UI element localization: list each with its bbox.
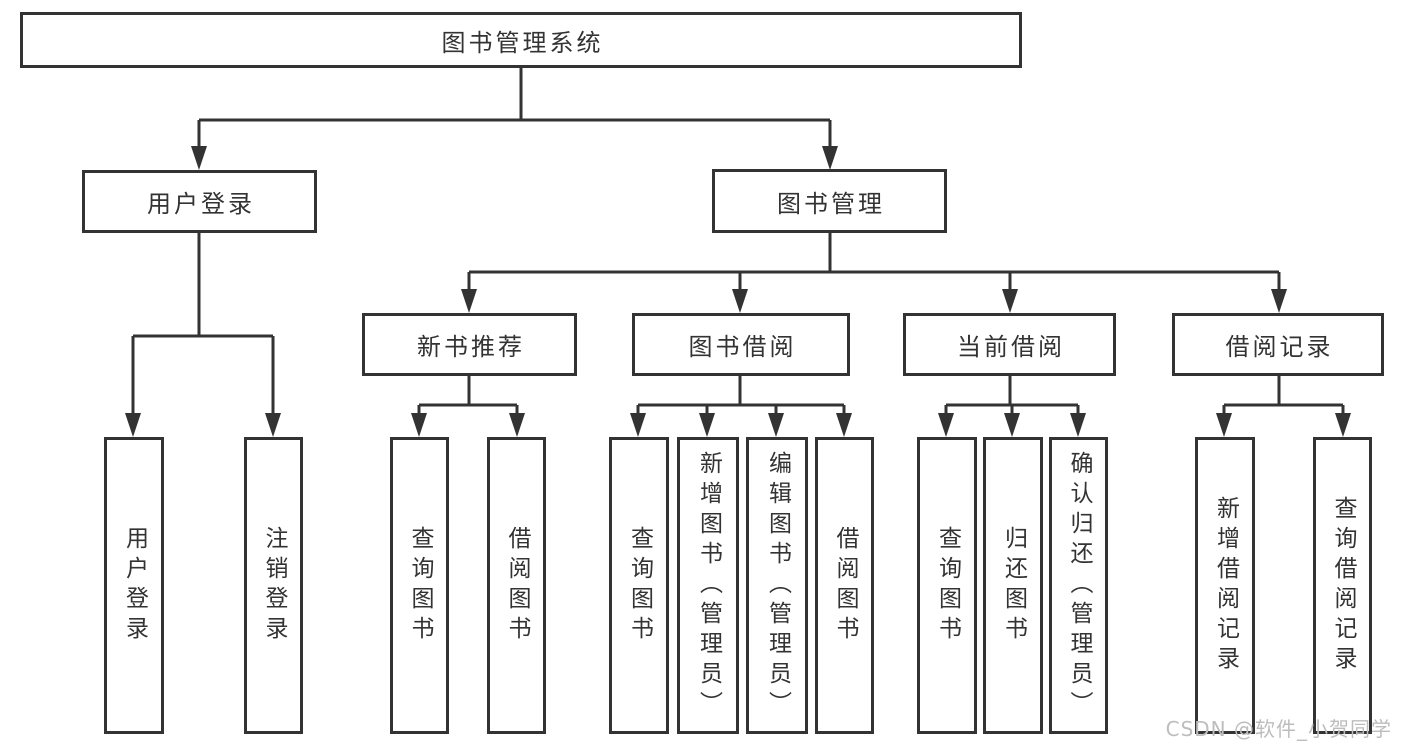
leaf-add-borrow-record: 新增借阅记录 bbox=[1195, 437, 1255, 734]
leaf-add-book-admin: 新增图书（管理员） bbox=[677, 437, 739, 734]
leaf-user-login-label: 用户登录 bbox=[121, 525, 148, 646]
leaf-query-books-borrow: 查询图书 bbox=[609, 437, 669, 734]
leaf-return-books: 归还图书 bbox=[983, 437, 1043, 734]
node-book-management: 图书管理 bbox=[712, 169, 947, 233]
leaf-query-books-recommend: 查询图书 bbox=[390, 437, 449, 734]
leaf-logout-label: 注销登录 bbox=[261, 525, 287, 646]
leaf-confirm-return-admin-label: 确认归还（管理员） bbox=[1066, 450, 1092, 721]
node-root: 图书管理系统 bbox=[20, 12, 1022, 68]
csdn-watermark: CSDN @软件_小贺同学 bbox=[1165, 717, 1392, 741]
leaf-confirm-return-admin: 确认归还（管理员） bbox=[1049, 437, 1108, 734]
leaf-query-books-borrow-label: 查询图书 bbox=[626, 525, 653, 646]
node-borrow-records: 借阅记录 bbox=[1172, 313, 1384, 376]
node-user-login: 用户登录 bbox=[82, 170, 317, 233]
node-book-borrow-label: 图书借阅 bbox=[688, 333, 797, 361]
leaf-query-borrow-record-label: 查询借阅记录 bbox=[1330, 495, 1356, 676]
node-book-borrow: 图书借阅 bbox=[632, 313, 850, 376]
node-current-borrow: 当前借阅 bbox=[903, 313, 1116, 376]
leaf-add-borrow-record-label: 新增借阅记录 bbox=[1212, 495, 1239, 676]
node-book-management-label: 图书管理 bbox=[777, 189, 885, 218]
leaf-borrow-books-label: 借阅图书 bbox=[832, 525, 858, 646]
leaf-logout: 注销登录 bbox=[244, 437, 303, 734]
leaf-user-login: 用户登录 bbox=[104, 437, 164, 734]
node-borrow-records-label: 借阅记录 bbox=[1225, 333, 1334, 361]
leaf-borrow-books-recommend: 借阅图书 bbox=[487, 437, 546, 734]
leaf-edit-book-admin: 编辑图书（管理员） bbox=[746, 437, 808, 734]
leaf-edit-book-admin-label: 编辑图书（管理员） bbox=[764, 450, 791, 721]
leaf-borrow-books-recommend-label: 借阅图书 bbox=[504, 525, 530, 646]
node-root-label: 图书管理系统 bbox=[441, 28, 604, 57]
node-new-book-recommend-label: 新书推荐 bbox=[417, 333, 525, 361]
leaf-borrow-books: 借阅图书 bbox=[815, 437, 874, 734]
leaf-query-books-recommend-label: 查询图书 bbox=[407, 525, 433, 646]
leaf-query-borrow-record: 查询借阅记录 bbox=[1313, 437, 1372, 734]
leaf-return-books-label: 归还图书 bbox=[1000, 525, 1027, 646]
leaf-add-book-admin-label: 新增图书（管理员） bbox=[695, 450, 722, 721]
node-current-borrow-label: 当前借阅 bbox=[957, 333, 1065, 361]
node-new-book-recommend: 新书推荐 bbox=[362, 313, 577, 376]
leaf-query-books-current: 查询图书 bbox=[917, 437, 977, 734]
node-user-login-label: 用户登录 bbox=[147, 190, 255, 218]
leaf-query-books-current-label: 查询图书 bbox=[934, 525, 961, 646]
